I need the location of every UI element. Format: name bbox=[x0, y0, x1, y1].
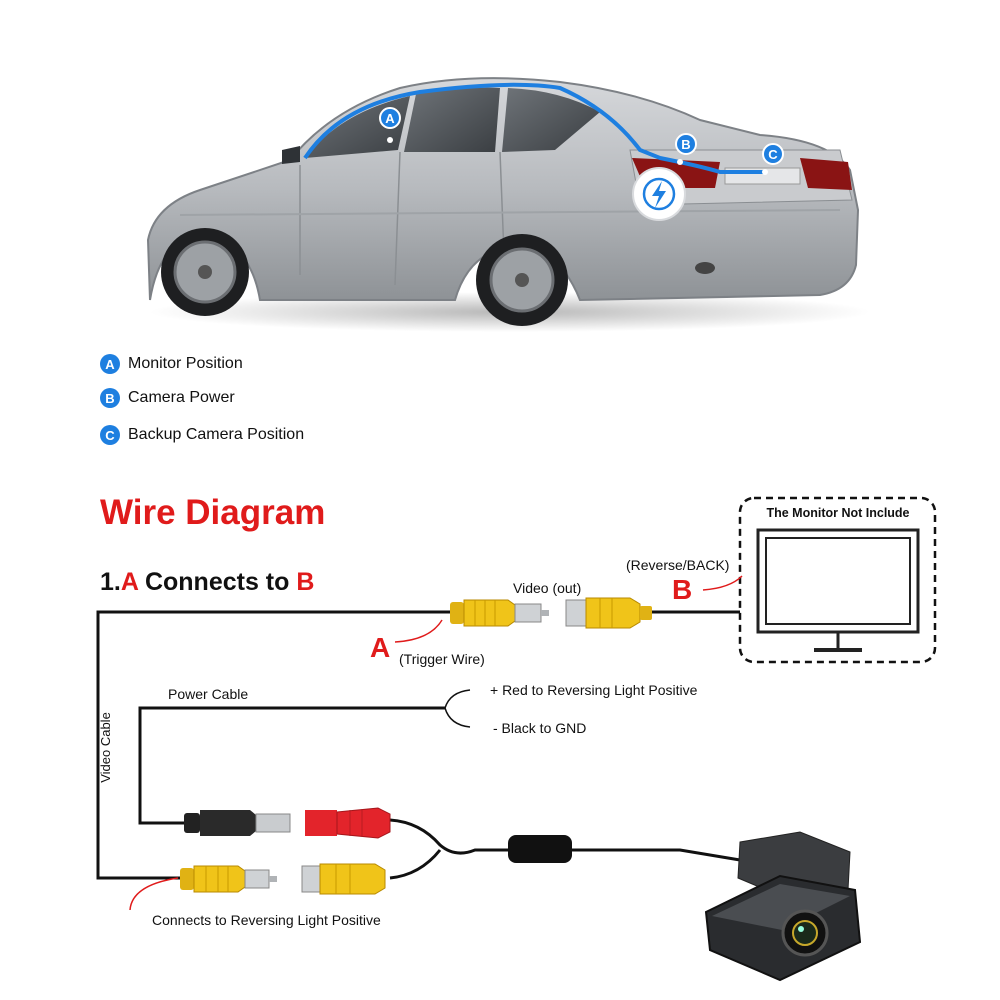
power-split-red bbox=[444, 689, 471, 709]
marker-b-dot bbox=[677, 159, 683, 165]
marker-a: A bbox=[379, 107, 401, 129]
trigger-wire-label: (Trigger Wire) bbox=[399, 651, 485, 667]
front-wheel bbox=[161, 228, 249, 316]
rca-female-yellow-top bbox=[565, 597, 652, 629]
letter-b-label: B bbox=[672, 574, 693, 605]
legend-label-monitor-position: Monitor Position bbox=[128, 355, 243, 372]
rca-male-yellow-bottom bbox=[180, 865, 277, 893]
marker-a-dot bbox=[387, 137, 393, 143]
power-cable-line bbox=[138, 706, 445, 825]
marker-c: C bbox=[762, 143, 784, 165]
pointer-trigger-wire bbox=[394, 619, 443, 643]
video-out-label: Video (out) bbox=[513, 580, 582, 596]
power-split-black bbox=[444, 707, 471, 728]
rear-window bbox=[502, 88, 600, 152]
rca-male-yellow-top bbox=[450, 599, 549, 627]
legend-label-backup-camera-position: Backup Camera Position bbox=[128, 426, 305, 443]
tail-light-right bbox=[800, 158, 852, 190]
monitor-icon bbox=[756, 528, 920, 652]
marker-c-label: C bbox=[768, 147, 778, 162]
legend-badge-c: C bbox=[100, 425, 120, 445]
power-cable-label: Power Cable bbox=[168, 686, 249, 702]
letter-a-label: A bbox=[370, 632, 391, 663]
subtitle-letter-a: A bbox=[120, 568, 138, 596]
video-cable-line bbox=[96, 610, 460, 880]
monitor-not-included-note: The Monitor Not Include bbox=[766, 506, 910, 520]
marker-c-dot bbox=[762, 169, 768, 175]
wiring-route-line bbox=[303, 82, 765, 174]
red-wire-label: + Red to Reversing Light Positive bbox=[490, 682, 698, 698]
marker-b: B bbox=[675, 133, 697, 155]
subtitle-prefix: 1. bbox=[100, 568, 121, 596]
exhaust bbox=[695, 262, 715, 274]
body-crease bbox=[179, 209, 841, 216]
connects-reversing-light-label: Connects to Reversing Light Positive bbox=[152, 912, 381, 928]
legend-item-a: A Monitor Position bbox=[100, 354, 243, 374]
middle-window bbox=[404, 87, 500, 152]
legend-badge-a: A bbox=[100, 354, 120, 374]
pointer-reverse-back bbox=[702, 575, 743, 591]
wire-diagram-title: Wire Diagram bbox=[100, 493, 326, 532]
legend-badge-b: B bbox=[100, 388, 120, 408]
pointer-reversing-light bbox=[129, 877, 179, 911]
marker-b-label: B bbox=[681, 137, 690, 152]
subtitle-middle: Connects to bbox=[138, 568, 297, 596]
black-wire-label: - Black to GND bbox=[493, 720, 587, 736]
power-bolt-icon bbox=[632, 167, 686, 221]
rca-female-yellow-bottom bbox=[301, 863, 386, 895]
monitor-dashed-box bbox=[738, 496, 937, 664]
car-illustration: A B C bbox=[146, 77, 870, 332]
backup-camera bbox=[704, 831, 862, 982]
reverse-back-label: (Reverse/BACK) bbox=[626, 557, 730, 573]
inline-filter bbox=[508, 835, 572, 863]
video-cable-label: Video Cable bbox=[97, 712, 113, 783]
legend-item-c: C Backup Camera Position bbox=[100, 425, 304, 445]
camera-harness-line bbox=[389, 818, 741, 880]
subtitle-letter-b: B bbox=[296, 568, 315, 596]
legend-item-b: B Camera Power bbox=[100, 388, 235, 408]
marker-a-label: A bbox=[385, 111, 395, 126]
dc-power-plug-black bbox=[184, 810, 291, 836]
dc-power-jack-red bbox=[305, 807, 391, 839]
legend-label-camera-power: Camera Power bbox=[128, 389, 235, 406]
rear-wheel bbox=[476, 234, 568, 326]
side-mirror bbox=[282, 146, 300, 164]
wire-diagram bbox=[96, 496, 937, 982]
connection-subtitle: 1.A Connects to B bbox=[100, 568, 314, 597]
